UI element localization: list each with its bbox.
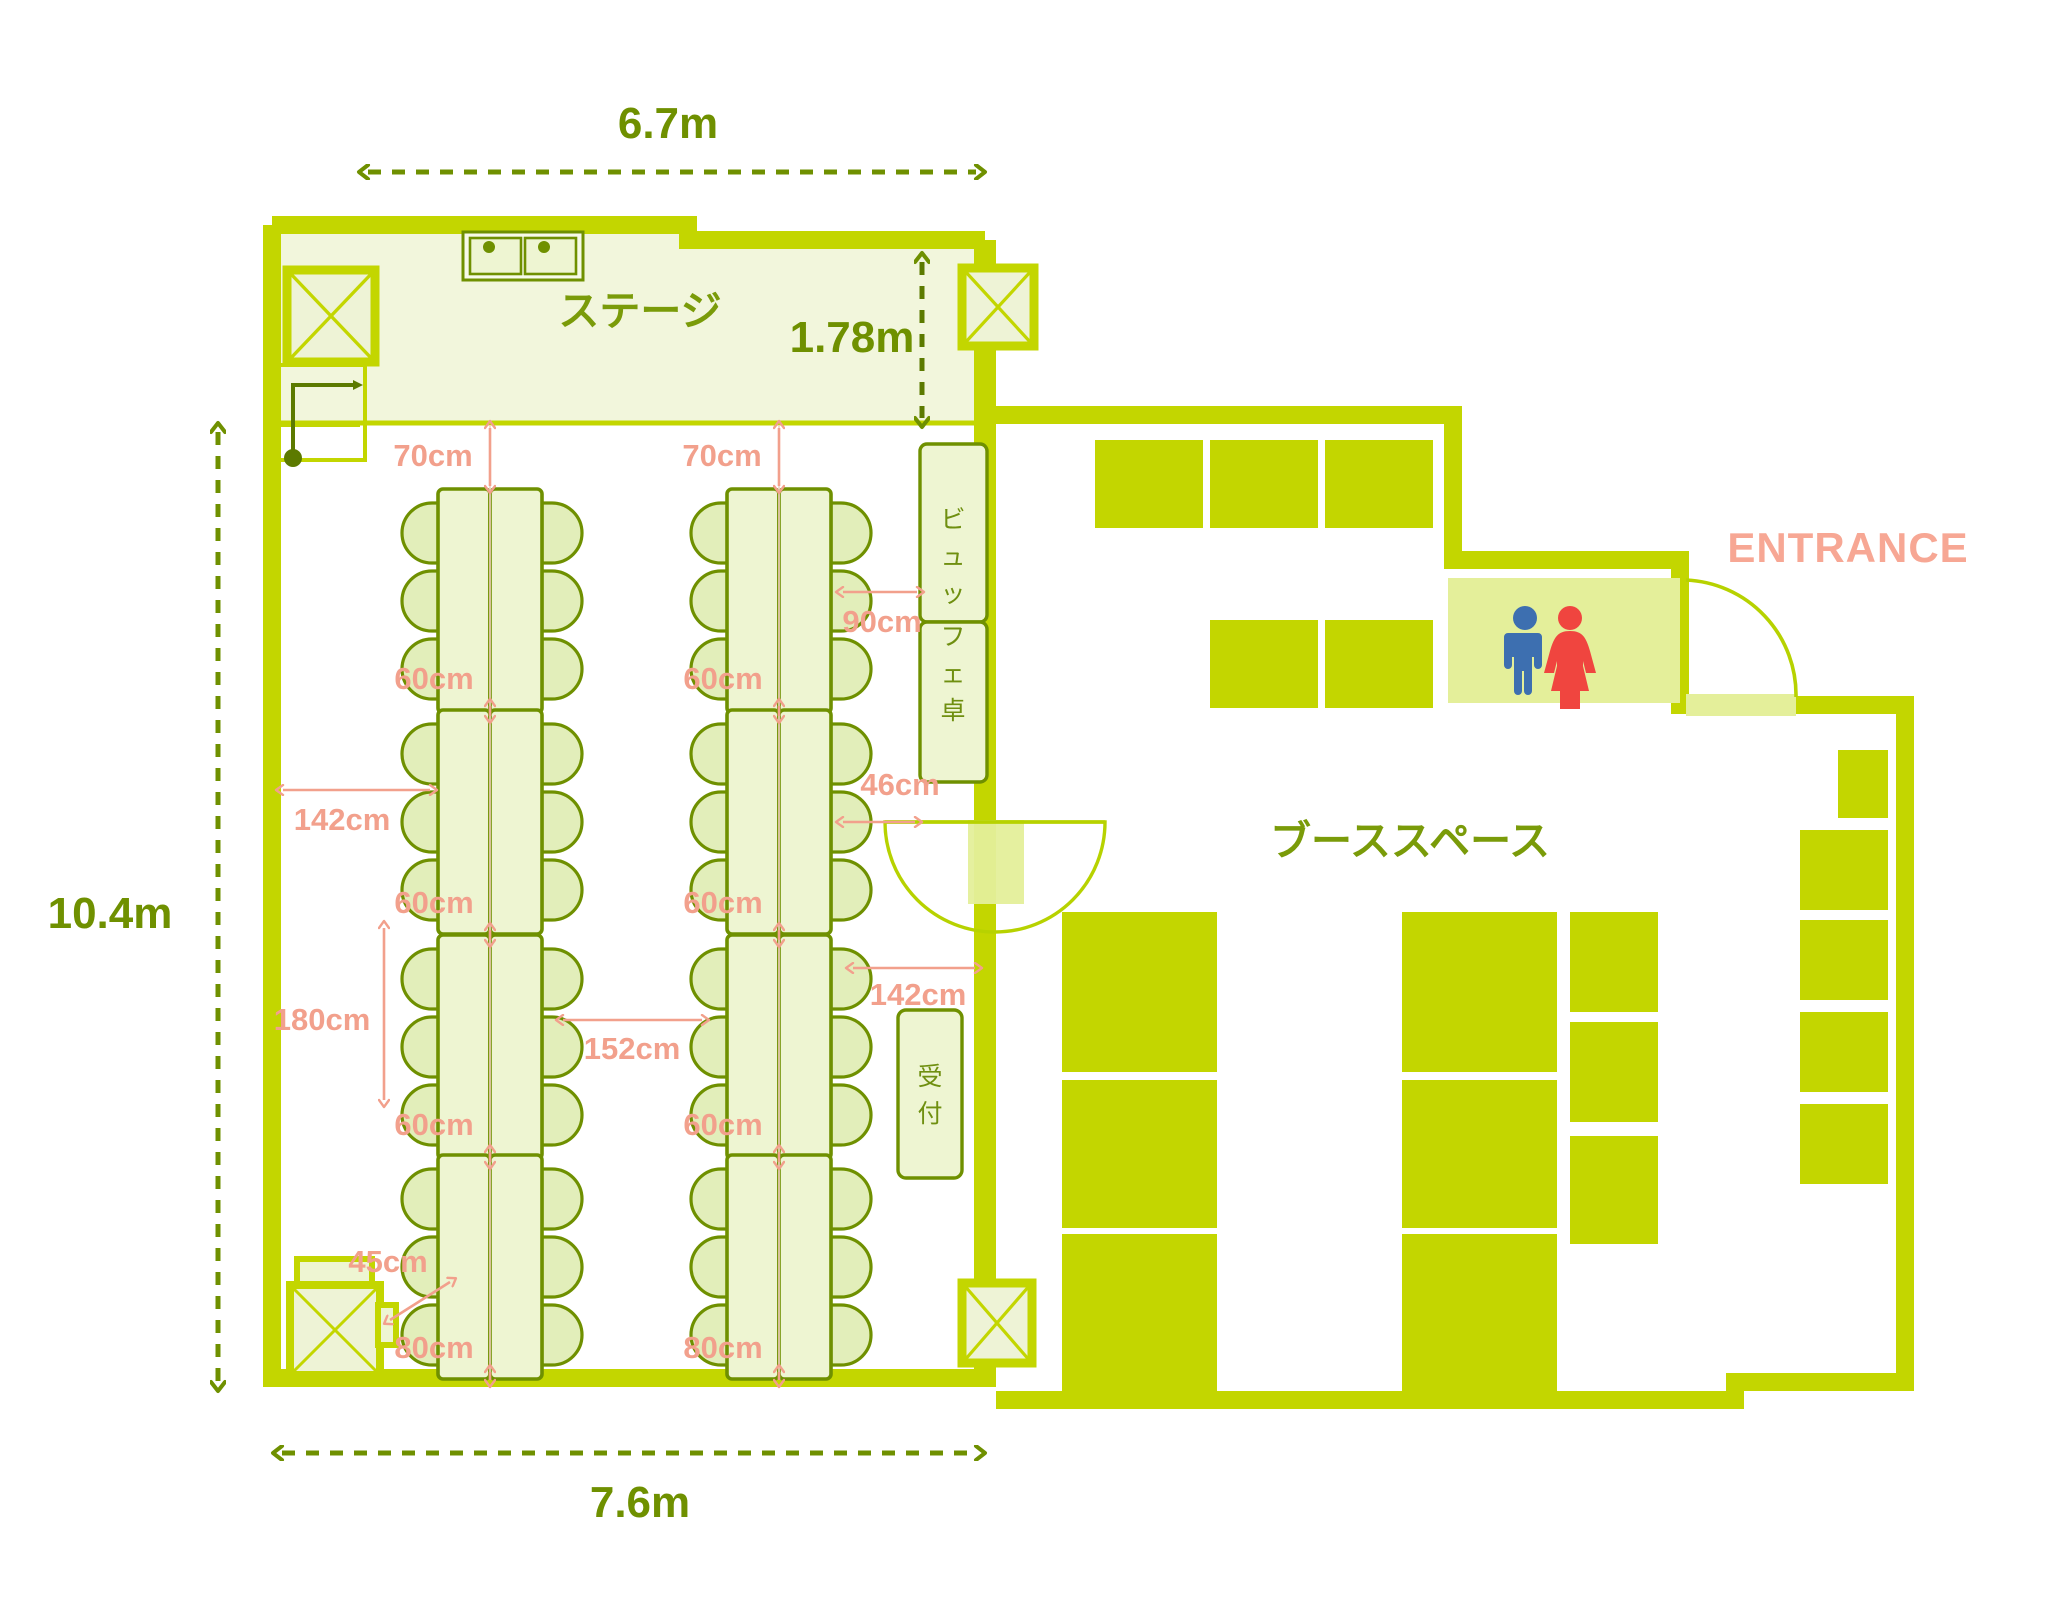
booth-column-right — [1800, 750, 1888, 1184]
booth-cluster-top — [1095, 440, 1433, 528]
clearance-70cm-left: 70cm — [393, 438, 472, 473]
booth-unit[interactable] — [1325, 440, 1433, 528]
booth-unit[interactable] — [1062, 912, 1217, 1072]
female-icon — [1544, 606, 1596, 709]
clearance-60cm-3l: 60cm — [394, 1107, 473, 1142]
buffet-char-4: フ — [940, 622, 965, 651]
booth-column-left — [1062, 912, 1217, 1396]
clearance-45cm: 45cm — [348, 1244, 427, 1279]
reception-char-2: 付 — [917, 1099, 942, 1128]
pillar-top-left — [282, 265, 380, 367]
clearance-60cm-3r: 60cm — [683, 1107, 762, 1142]
entrance-label: ENTRANCE — [1727, 524, 1968, 571]
booth-unit[interactable] — [1402, 1234, 1557, 1396]
reception-desk[interactable]: 受 付 — [896, 1008, 964, 1180]
booth-column-center-right — [1570, 912, 1658, 1244]
clearance-60cm-2l: 60cm — [394, 885, 473, 920]
clearance-152cm: 152cm — [584, 1031, 681, 1066]
pillar-bottom-right — [957, 1278, 1037, 1368]
buffet-table[interactable]: ビ ュ ッ フ ェ 卓 — [918, 442, 989, 784]
booth-unit[interactable] — [1838, 750, 1888, 818]
clearance-60cm-1r: 60cm — [683, 661, 762, 696]
booth-unit[interactable] — [1062, 1080, 1217, 1228]
booth-space-label: ブーススペース — [1270, 817, 1550, 865]
dimension-bottom-width: 7.6m — [590, 1478, 690, 1527]
clearance-dimensions: 70cm 70cm 90cm 60cm 60cm 142cm 46cm 60cm… — [274, 428, 975, 1380]
booth-unit[interactable] — [1800, 830, 1888, 910]
booth-unit[interactable] — [1210, 440, 1318, 528]
buffet-char-2: ュ — [940, 542, 965, 571]
restroom-zone[interactable] — [1448, 578, 1680, 709]
clearance-70cm-right: 70cm — [682, 438, 761, 473]
dimension-left-height: 10.4m — [48, 889, 173, 938]
booth-unit[interactable] — [1095, 440, 1203, 528]
buffet-char-5: ェ — [940, 659, 965, 688]
clearance-80cm-right: 80cm — [683, 1330, 762, 1365]
booth-unit[interactable] — [1402, 1080, 1557, 1228]
stage-access-marker — [280, 363, 367, 467]
clearance-46cm: 46cm — [860, 767, 939, 802]
stage-counter — [461, 230, 585, 282]
booth-room: ブーススペース — [996, 406, 1968, 1409]
clearance-60cm-2r: 60cm — [683, 885, 762, 920]
booth-cluster-second — [1210, 620, 1433, 708]
booth-unit[interactable] — [1062, 1234, 1217, 1396]
clearance-180cm: 180cm — [274, 1002, 371, 1037]
male-icon — [1504, 606, 1542, 695]
banquet-room: ステージ — [263, 216, 1107, 1387]
booth-unit[interactable] — [1210, 620, 1318, 708]
booth-unit[interactable] — [1325, 620, 1433, 708]
reception-char-1: 受 — [917, 1062, 942, 1091]
buffet-char-6: 卓 — [940, 696, 965, 725]
clearance-142cm-left: 142cm — [294, 802, 391, 837]
clearance-142cm-right: 142cm — [870, 977, 967, 1012]
pillar-top-right — [957, 263, 1039, 351]
clearance-90cm: 90cm — [842, 604, 921, 639]
dimension-top-width: 6.7m — [618, 99, 718, 148]
wall-top — [272, 216, 985, 249]
booth-unit[interactable] — [1800, 1104, 1888, 1184]
booth-unit[interactable] — [1800, 920, 1888, 1000]
booth-unit[interactable] — [1402, 912, 1557, 1072]
booth-unit[interactable] — [1570, 1022, 1658, 1122]
booth-unit[interactable] — [1570, 912, 1658, 1012]
overall-dimensions: 6.7m 10.4m 7.6m 1.78m — [48, 99, 976, 1527]
clearance-60cm-1l: 60cm — [394, 661, 473, 696]
stage-label: ステージ — [558, 287, 721, 335]
buffet-char-3: ッ — [940, 579, 965, 608]
booth-unit[interactable] — [1570, 1136, 1658, 1244]
buffet-char-1: ビ — [940, 505, 965, 534]
dimension-stage-depth: 1.78m — [790, 313, 915, 362]
stage-area — [272, 225, 985, 423]
clearance-80cm-left: 80cm — [394, 1330, 473, 1365]
clearance-line — [390, 1282, 450, 1320]
booth-unit[interactable] — [1800, 1012, 1888, 1092]
entrance-door[interactable] — [1685, 578, 1798, 716]
booth-column-center — [1402, 912, 1557, 1396]
